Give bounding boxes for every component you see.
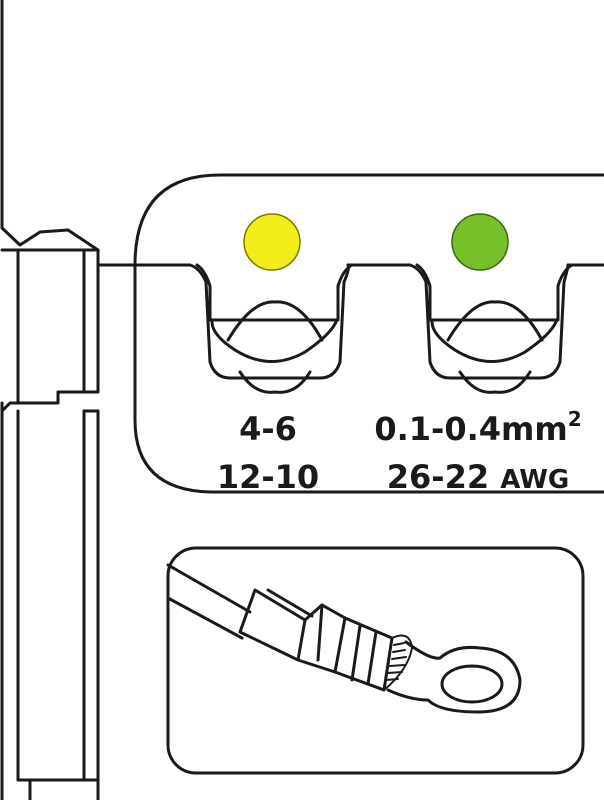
die-1-size-primary: 4-6 <box>239 410 297 448</box>
die-2-size-secondary: 26-22 AWG <box>387 458 569 496</box>
die-body-outline <box>0 0 100 800</box>
die-2-size-secondary-unit: AWG <box>500 465 569 495</box>
green-indicator-dot <box>451 213 509 271</box>
insulation-sleeve-icon <box>238 588 394 692</box>
crimp-profile-2 <box>408 263 574 394</box>
die-2-size-primary-value: 0.1-0.4mm <box>374 410 567 448</box>
crimp-profile-1 <box>188 263 354 394</box>
illustration-frame <box>166 546 585 775</box>
die-1-size-secondary: 12-10 <box>217 458 319 496</box>
ring-terminal-icon <box>386 640 522 714</box>
yellow-indicator-dot <box>243 213 301 271</box>
die-2-size-primary-superscript: 2 <box>568 407 582 431</box>
cable-icon <box>166 563 252 640</box>
die-2-size-primary: 0.1-0.4mm2 <box>374 407 581 448</box>
die-holder-strip <box>0 248 100 800</box>
die-2-size-secondary-value: 26-22 <box>387 458 489 496</box>
